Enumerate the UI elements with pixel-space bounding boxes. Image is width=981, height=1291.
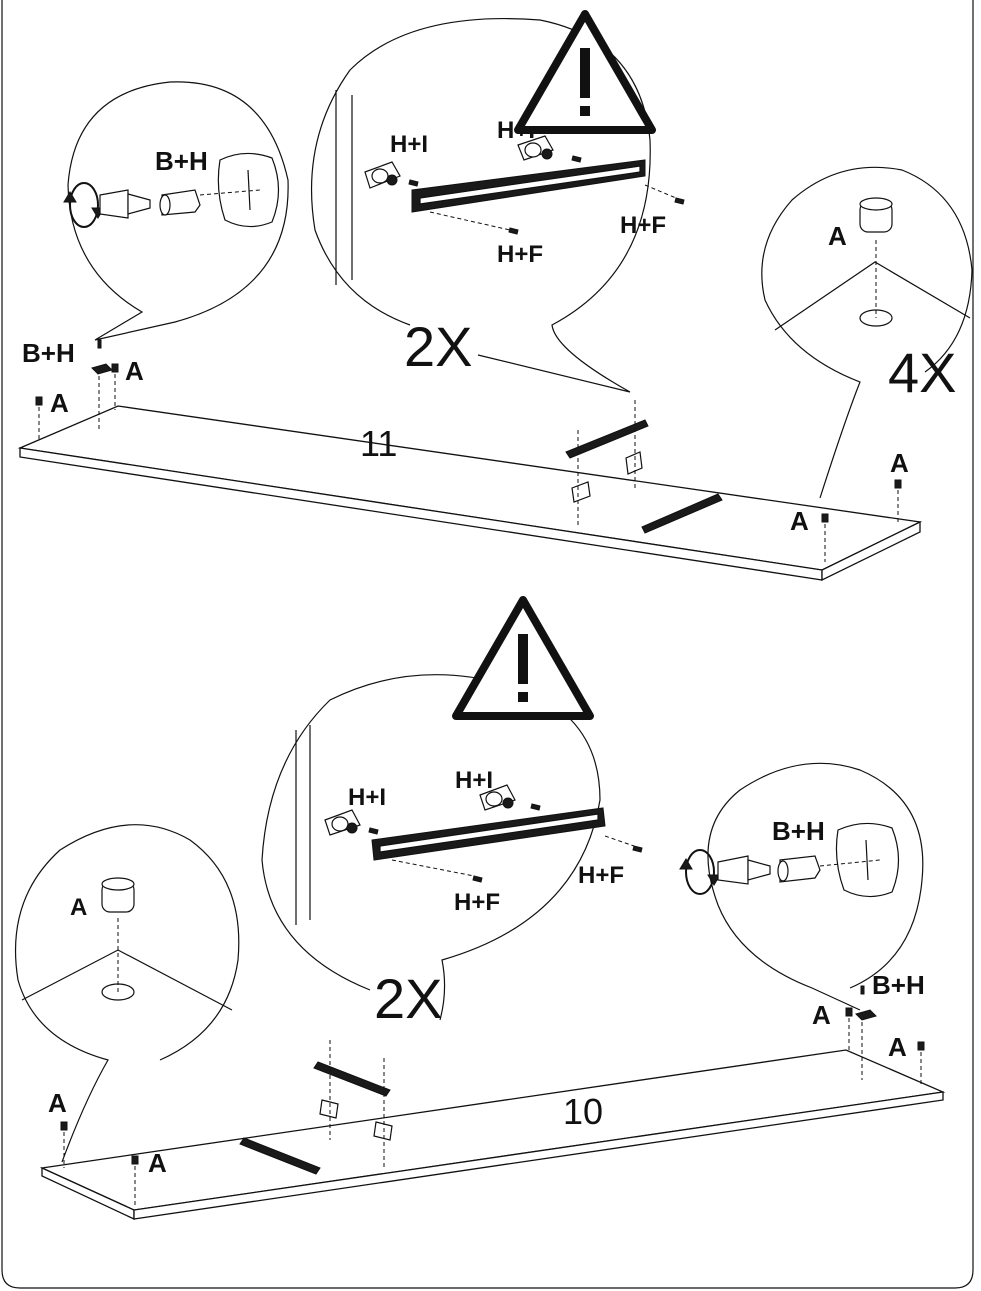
cam-lock-icon	[859, 197, 893, 233]
label-hi-left: H+I	[348, 784, 386, 811]
svg-text:A: A	[790, 506, 809, 536]
cam-lock-icon	[101, 877, 135, 913]
svg-text:B+H: B+H	[22, 338, 75, 368]
callout-a: A	[111, 356, 144, 410]
callout-bh: B+H	[22, 338, 113, 432]
bubble-right: B+H	[679, 762, 924, 1011]
callout-a: A	[131, 1148, 167, 1205]
bubble-left: B+H	[63, 81, 289, 341]
multiplier-2x: 2X	[374, 967, 443, 1030]
bracket-icon-left	[324, 809, 361, 836]
cam-bolt-icon	[159, 189, 201, 216]
warning-triangle-icon	[514, 10, 656, 134]
multiplier-4x: 4X	[888, 341, 957, 404]
warning-triangle-icon	[452, 596, 594, 720]
label-hf-bottom: H+F	[497, 241, 543, 268]
screw-icon	[408, 179, 419, 187]
panel-number: 10	[563, 1091, 603, 1132]
svg-text:A: A	[125, 356, 144, 386]
screwdriver-icon	[99, 189, 151, 219]
svg-text:A: A	[812, 1000, 831, 1030]
callout-a: A	[35, 388, 69, 442]
cam-lock-icon	[217, 152, 280, 228]
screw-icon	[571, 155, 582, 163]
rotate-arrow-icon	[679, 849, 721, 895]
callout-a: A	[812, 1000, 853, 1052]
svg-text:A: A	[888, 1032, 907, 1062]
screwdriver-icon	[717, 855, 771, 885]
callout-a: A	[790, 506, 829, 562]
multiplier-2x: 2X	[404, 315, 473, 378]
svg-text:A: A	[50, 388, 69, 418]
drawer-slide-rail-icon	[371, 807, 606, 861]
screw-icon	[368, 827, 379, 835]
drawer-slide-rail-icon	[239, 1061, 391, 1175]
bubble-right: A 4X	[761, 166, 973, 499]
svg-text:B+H: B+H	[872, 970, 925, 1000]
label-hi-left: H+I	[390, 131, 428, 158]
screw-icon	[530, 803, 541, 811]
panel-number: 11	[360, 423, 397, 464]
screw-icon	[632, 845, 643, 853]
svg-text:A: A	[48, 1088, 67, 1118]
bubble-middle: H+I H+I H+F H+F 2X	[310, 17, 685, 393]
bubble-label-bh: B+H	[155, 146, 208, 176]
bubble-middle: H+I H+I H+F H+F 2X	[261, 674, 643, 1030]
bubble-label-a: A	[828, 221, 847, 251]
panel-10: 10	[39, 1049, 946, 1221]
callout-a: A	[890, 448, 909, 525]
bracket-icon	[571, 451, 643, 503]
screw-icon	[472, 875, 483, 883]
bubble-label-a: A	[70, 894, 87, 921]
callout-a: A	[888, 1032, 925, 1086]
label-hf-right: H+F	[578, 862, 624, 889]
cam-bolt-icon	[777, 855, 821, 883]
svg-text:A: A	[148, 1148, 167, 1178]
callout-a: A	[48, 1088, 68, 1168]
drawer-slide-rail-icon	[411, 159, 646, 213]
screw-icon	[508, 227, 519, 235]
rotate-arrow-icon	[63, 182, 105, 228]
cam-lock-icon	[835, 822, 900, 898]
label-hf-right: H+F	[620, 212, 666, 239]
bubble-left: A	[15, 824, 240, 1163]
bracket-icon-right	[517, 135, 554, 161]
step-top: 11 B+H	[17, 10, 973, 582]
svg-text:A: A	[890, 448, 909, 478]
screw-icon	[674, 197, 685, 205]
label-hi-right: H+I	[455, 767, 493, 794]
step-bottom: 10 A	[15, 596, 946, 1221]
bracket-icon-right	[479, 784, 516, 811]
bracket-icon	[319, 1099, 393, 1141]
label-hf-bottom: H+F	[454, 889, 500, 916]
callout-bh: B+H	[855, 970, 925, 1080]
bubble-label-bh: B+H	[772, 816, 825, 846]
bracket-icon-left	[364, 161, 401, 189]
panel-11: 11	[17, 405, 923, 582]
drawer-slide-rail-icon	[565, 419, 723, 534]
